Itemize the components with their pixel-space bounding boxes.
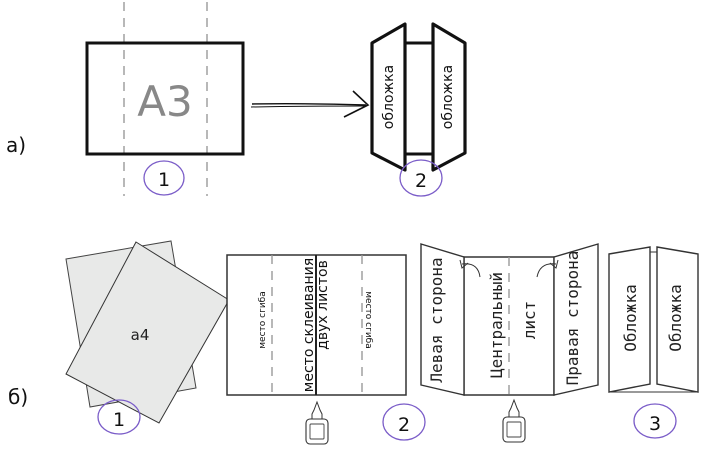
finished-cover-left-label: Обложка: [621, 284, 640, 351]
step-circle-b1: [97, 399, 141, 435]
a3-label: А3: [137, 77, 192, 126]
cover-right-label: обложка: [440, 65, 456, 129]
step-number-b2: 2: [398, 414, 410, 436]
a4-sheets: [65, 240, 230, 424]
step-circle-b3: [633, 403, 677, 439]
fold-left-label: место сгиба: [258, 291, 268, 348]
glue-label-line-1: место склеивания: [301, 258, 317, 392]
a3-sheet: [85, 41, 245, 156]
finished-cover-right-label: Обложка: [666, 284, 685, 351]
row-b-label: б): [8, 385, 28, 409]
glued-sheets: [226, 254, 407, 396]
cover-left-label: обложка: [381, 65, 397, 129]
left-side-label: Левая сторона: [427, 257, 446, 382]
step-number-a2: 2: [415, 170, 427, 192]
glue-label-line-2: двух листов: [315, 260, 331, 350]
folded-cover: [370, 22, 467, 172]
step-circle-a2: [399, 159, 443, 197]
fold-right-label: место сгиба: [363, 291, 373, 348]
a4-label: а4: [131, 326, 150, 344]
step-number-a1: 1: [158, 169, 170, 191]
row-a-label: а): [6, 133, 26, 157]
center-label-line-2: лист: [520, 301, 539, 340]
step-number-b3: 3: [649, 413, 661, 435]
finished-covers: [608, 246, 699, 393]
step-circle-a1: [143, 160, 185, 196]
glue-bottle-icon: [305, 400, 329, 445]
right-side-label: Правая сторона: [563, 251, 582, 386]
glue-bottle-icon: [502, 398, 526, 443]
arrow-icon: [250, 90, 370, 118]
step-number-b1: 1: [113, 409, 125, 431]
tri-fold-sheet: [420, 243, 599, 396]
center-label-line-1: Центральный: [487, 272, 506, 378]
step-circle-b2: [382, 403, 426, 441]
